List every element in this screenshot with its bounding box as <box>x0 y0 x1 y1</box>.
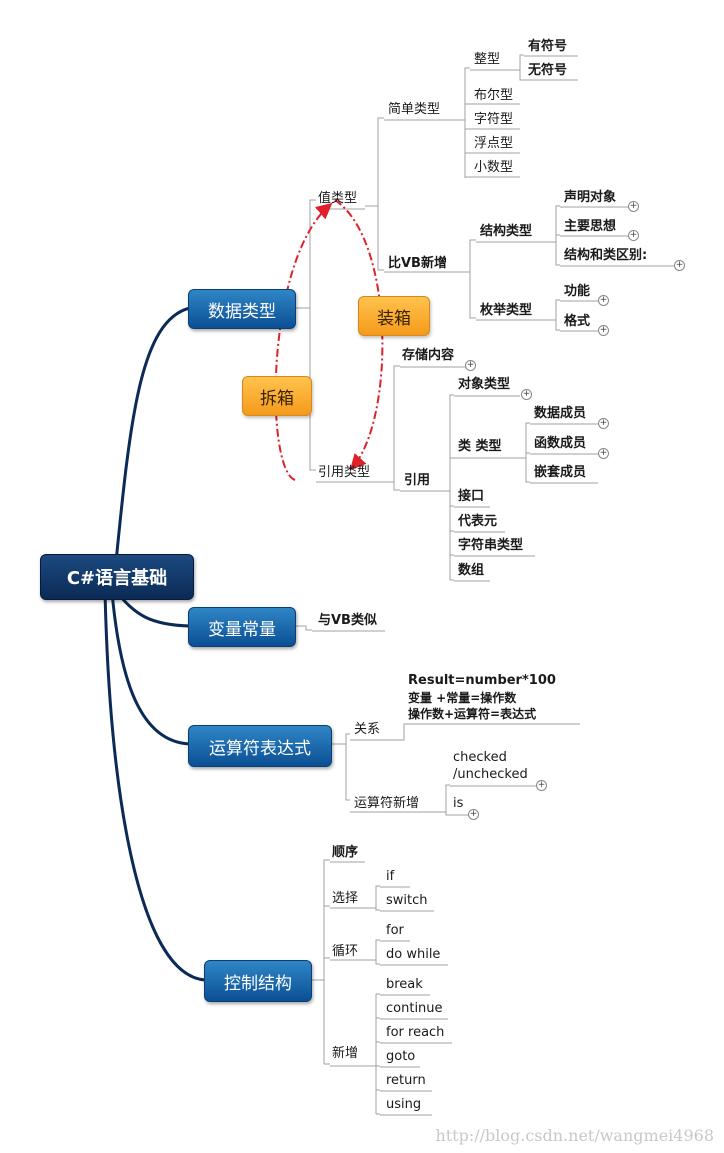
ctrl-break[interactable]: break <box>386 977 423 992</box>
function-member[interactable]: 函数成员 <box>534 436 587 451</box>
reference[interactable]: 引用 <box>404 473 431 488</box>
unboxing-label: 拆箱 <box>242 376 312 416</box>
float-type[interactable]: 浮点型 <box>474 136 514 151</box>
function[interactable]: 功能 <box>564 284 591 299</box>
data-member[interactable]: 数据成员 <box>534 406 587 421</box>
expand-checked-icon[interactable]: + <box>536 780 547 791</box>
ctrl-for-reach[interactable]: for reach <box>386 1025 445 1040</box>
expand-format-icon[interactable]: + <box>598 325 609 336</box>
watermark: http://blog.csdn.net/wangmei4968 <box>435 1126 714 1145</box>
new-items[interactable]: 新增 <box>332 1046 359 1061</box>
node-data-types[interactable]: 数据类型 <box>188 289 296 329</box>
reference-type[interactable]: 引用类型 <box>318 465 371 480</box>
node-control[interactable]: 控制结构 <box>204 960 312 1002</box>
simple-type[interactable]: 简单类型 <box>388 102 441 117</box>
ctrl-for[interactable]: for <box>386 923 404 938</box>
enum-type[interactable]: 枚举类型 <box>480 303 533 318</box>
expr-line-1: Result=number*100 <box>408 673 556 688</box>
expand-function-icon[interactable]: + <box>598 295 609 306</box>
main-idea[interactable]: 主要思想 <box>564 219 617 234</box>
struct-vs-class[interactable]: 结构和类区别: <box>564 248 648 263</box>
delegate[interactable]: 代表元 <box>458 514 498 529</box>
nested-member[interactable]: 嵌套成员 <box>534 465 587 480</box>
op-is[interactable]: is <box>453 796 464 811</box>
loop[interactable]: 循环 <box>332 944 359 959</box>
array[interactable]: 数组 <box>458 563 485 578</box>
format[interactable]: 格式 <box>564 314 591 329</box>
unsigned[interactable]: 无符号 <box>528 63 568 78</box>
new-vs-vb[interactable]: 比VB新增 <box>388 256 447 271</box>
root-node[interactable]: C#语言基础 <box>40 554 194 600</box>
declare-object[interactable]: 声明对象 <box>564 190 617 205</box>
expand-is-icon[interactable]: + <box>468 809 479 820</box>
char-type[interactable]: 字符型 <box>474 112 514 127</box>
ctrl-using[interactable]: using <box>386 1097 422 1112</box>
interface[interactable]: 接口 <box>458 489 485 504</box>
expand-storage-icon[interactable]: + <box>465 360 476 371</box>
new-operators[interactable]: 运算符新增 <box>354 796 420 811</box>
expand-data-member-icon[interactable]: + <box>598 418 609 429</box>
expand-function-member-icon[interactable]: + <box>598 448 609 459</box>
ctrl-goto[interactable]: goto <box>386 1049 416 1064</box>
expand-struct-vs-class-icon[interactable]: + <box>674 260 685 271</box>
signed[interactable]: 有符号 <box>528 39 568 54</box>
expr-line-3: 操作数+运算符=表达式 <box>408 707 537 721</box>
bool-type[interactable]: 布尔型 <box>474 88 514 103</box>
string-type[interactable]: 字符串类型 <box>458 538 524 553</box>
value-type[interactable]: 值类型 <box>318 191 358 206</box>
object-type[interactable]: 对象类型 <box>458 377 511 392</box>
node-operators[interactable]: 运算符表达式 <box>188 725 332 767</box>
boxing-label: 装箱 <box>358 296 430 336</box>
expand-main-idea-icon[interactable]: + <box>628 230 639 241</box>
ctrl-return[interactable]: return <box>386 1073 426 1088</box>
integer-type[interactable]: 整型 <box>474 52 501 67</box>
selection[interactable]: 选择 <box>332 891 359 906</box>
sequence[interactable]: 顺序 <box>332 845 359 860</box>
ctrl-continue[interactable]: continue <box>386 1001 443 1016</box>
storage-content[interactable]: 存储内容 <box>402 348 455 363</box>
relation[interactable]: 关系 <box>354 722 381 737</box>
struct-type[interactable]: 结构类型 <box>480 224 533 239</box>
decimal-type[interactable]: 小数型 <box>474 160 514 175</box>
class-type[interactable]: 类 类型 <box>458 439 502 454</box>
op-unchecked[interactable]: /unchecked <box>453 767 528 782</box>
expr-line-2: 变量 +常量=操作数 <box>408 691 517 705</box>
expand-declare-object-icon[interactable]: + <box>628 201 639 212</box>
node-var-const[interactable]: 变量常量 <box>188 607 296 647</box>
ctrl-do-while[interactable]: do while <box>386 947 441 962</box>
op-checked[interactable]: checked <box>453 750 507 765</box>
similar-to-vb[interactable]: 与VB类似 <box>318 613 377 628</box>
ctrl-switch[interactable]: switch <box>386 893 428 908</box>
expand-object-type-icon[interactable]: + <box>521 389 532 400</box>
ctrl-if[interactable]: if <box>386 869 395 884</box>
